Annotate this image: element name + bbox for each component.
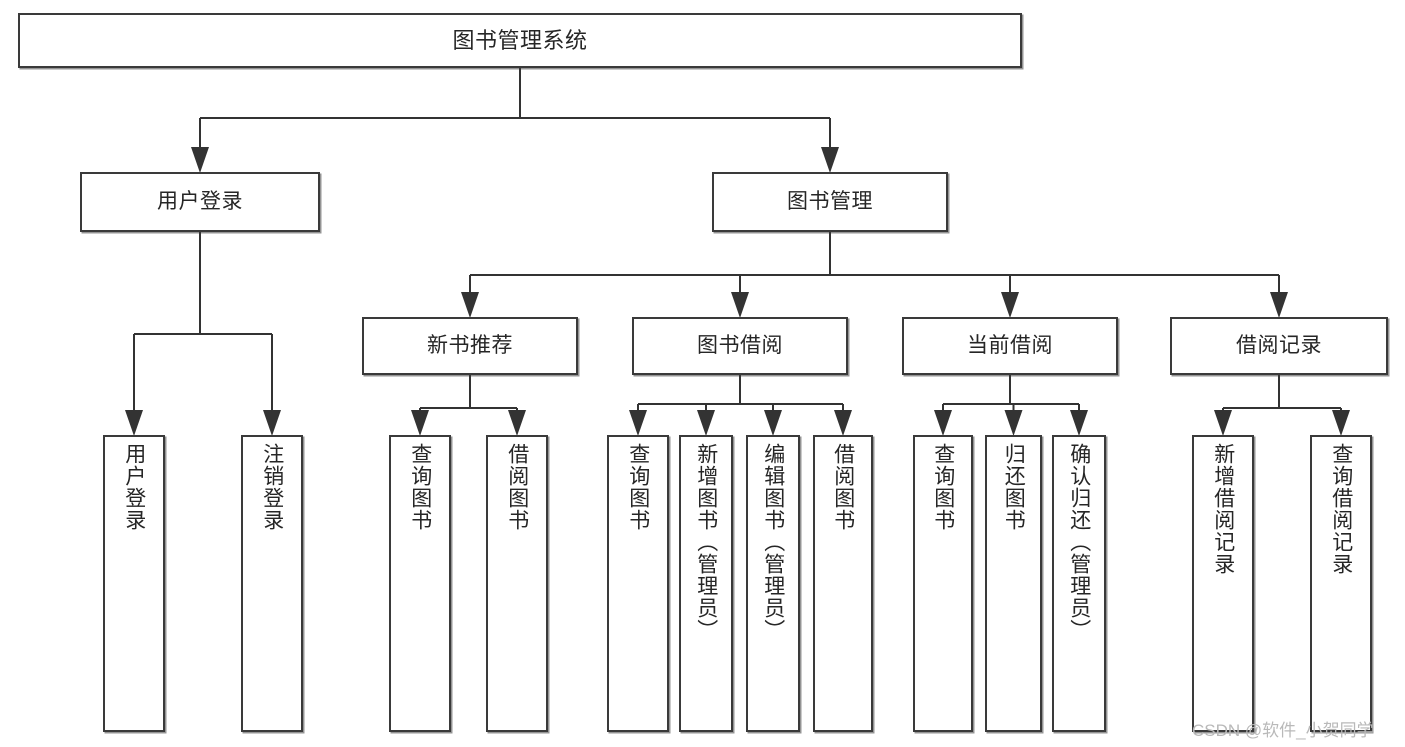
node-label: 新书推荐 [427, 333, 513, 357]
node-label: 图书管理系统 [452, 27, 588, 53]
node-current-borrow[interactable]: 当前借阅 [902, 317, 1118, 375]
node-label: 新增图书（管理员） [694, 443, 718, 641]
node-label: 用户登录 [157, 189, 243, 213]
node-leaf-logout[interactable]: 注销登录 [241, 435, 303, 732]
node-leaf-borrow-book-2[interactable]: 借阅图书 [813, 435, 873, 732]
node-label: 新增借阅记录 [1211, 443, 1235, 575]
node-borrow-record[interactable]: 借阅记录 [1170, 317, 1388, 375]
node-leaf-add-book[interactable]: 新增图书（管理员） [679, 435, 733, 732]
node-label: 图书管理 [787, 189, 873, 213]
node-label: 归还图书 [1002, 443, 1026, 531]
node-leaf-return-book[interactable]: 归还图书 [985, 435, 1042, 732]
node-leaf-borrow-book-1[interactable]: 借阅图书 [486, 435, 548, 732]
node-leaf-query-book-3[interactable]: 查询图书 [913, 435, 973, 732]
node-label: 查询图书 [626, 443, 650, 531]
node-label: 编辑图书（管理员） [761, 443, 785, 641]
node-label: 借阅图书 [831, 443, 855, 531]
node-label: 查询借阅记录 [1329, 443, 1353, 575]
node-book-mgmt[interactable]: 图书管理 [712, 172, 948, 232]
node-label: 注销登录 [260, 443, 284, 531]
node-label: 查询图书 [408, 443, 432, 531]
node-leaf-edit-book[interactable]: 编辑图书（管理员） [746, 435, 800, 732]
node-label: 确认归还（管理员） [1067, 443, 1091, 641]
node-label: 借阅记录 [1236, 333, 1322, 357]
node-label: 用户登录 [122, 443, 146, 531]
node-root[interactable]: 图书管理系统 [18, 13, 1022, 68]
node-label: 当前借阅 [967, 333, 1053, 357]
node-book-borrow[interactable]: 图书借阅 [632, 317, 848, 375]
node-leaf-query-record[interactable]: 查询借阅记录 [1310, 435, 1372, 732]
node-leaf-query-book-2[interactable]: 查询图书 [607, 435, 669, 732]
node-label: 图书借阅 [697, 333, 783, 357]
node-new-book-rec[interactable]: 新书推荐 [362, 317, 578, 375]
node-label: 查询图书 [931, 443, 955, 531]
csdn-watermark: CSDN @软件_小贺同学 [1192, 721, 1374, 740]
node-leaf-query-book-1[interactable]: 查询图书 [389, 435, 451, 732]
node-label: 借阅图书 [505, 443, 529, 531]
node-leaf-add-record[interactable]: 新增借阅记录 [1192, 435, 1254, 732]
node-leaf-user-login[interactable]: 用户登录 [103, 435, 165, 732]
node-user-login[interactable]: 用户登录 [80, 172, 320, 232]
node-leaf-confirm-return[interactable]: 确认归还（管理员） [1052, 435, 1106, 732]
